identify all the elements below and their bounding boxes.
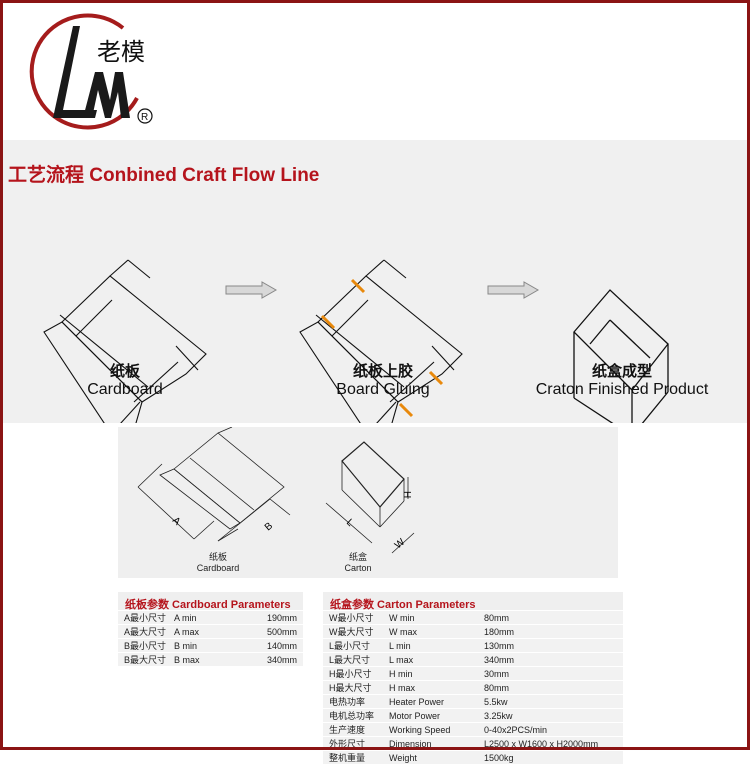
step-en-label: Craton Finished Product [535,381,709,398]
param-value: 80mm [478,611,623,625]
brand-name: 老模 [97,38,145,66]
param-cn: A最大尺寸 [118,624,168,639]
param-en: B min [168,638,228,653]
param-cn: A最小尺寸 [118,611,168,625]
param-value: L2500 x W1600 x H2000mm [478,736,623,751]
param-cn: W最小尺寸 [323,611,383,625]
param-value: 130mm [478,638,623,653]
param-en: B max [168,652,228,667]
param-en: Dimension [383,736,478,751]
param-cn: L最小尺寸 [323,638,383,653]
cardboard-params-title: 纸板参数 Cardboard Parameters [118,592,303,611]
caption-cn: 纸板 [208,552,227,562]
param-value: 30mm [478,666,623,681]
param-en: Working Speed [383,722,478,737]
glued-board-drawing [299,259,463,423]
flow-title: 工艺流程 Conbined Craft Flow Line [8,165,320,186]
step-en-label: Cardboard [87,381,163,398]
param-en: W max [383,624,478,639]
param-value: 180mm [478,624,623,639]
param-value: 1500kg [478,750,623,765]
param-value: 140mm [228,638,303,653]
cardboard-drawing [43,259,207,423]
param-en: Heater Power [383,694,478,709]
header: 老模 R [0,0,750,140]
param-value: 190mm [228,611,303,625]
param-cn: 电热功率 [323,694,383,709]
dimension-diagram-panel: A B L W H 纸板 Cardboard 纸盒 Carton [118,426,618,578]
step-cn-label: 纸盒成型 [591,363,652,380]
cardboard-caption: 纸板 Cardboard [178,552,258,574]
param-value: 500mm [228,624,303,639]
param-cn: 整机重量 [323,750,383,765]
caption-cn: 纸盒 [348,552,367,562]
step-en-label: Board Gluing [336,381,430,398]
param-cn: 外形尺寸 [323,736,383,751]
caption-en: Cardboard [196,563,240,573]
param-en: H min [383,666,478,681]
dim-a-label: A [170,515,183,528]
param-value: 340mm [228,652,303,667]
param-cn: 生产速度 [323,722,383,737]
param-value: 5.5kw [478,694,623,709]
param-en: A max [168,624,228,639]
flow-step-cardboard: 纸板 Cardboard [60,360,190,399]
param-value: 3.25kw [478,708,623,723]
craft-flow-section: 工艺流程 Conbined Craft Flow Line 纸板 Card [0,140,750,423]
param-value: 340mm [478,652,623,667]
dim-h-label: H [401,491,412,498]
flow-diagrams [43,259,669,423]
flow-step-gluing: 纸板上胶 Board Gluing [313,360,453,399]
brand-logo: 老模 R [29,13,153,130]
svg-text:R: R [141,112,148,123]
param-cn: W最大尺寸 [323,624,383,639]
param-en: H max [383,680,478,695]
param-cn: B最小尺寸 [118,638,168,653]
dim-l-label: L [344,517,356,529]
dim-w-label: W [393,536,408,551]
param-value: 0-40x2PCS/min [478,722,623,737]
carton-drawing [573,289,669,423]
param-value: 80mm [478,680,623,695]
param-en: Motor Power [383,708,478,723]
flow-step-finished: 纸盒成型 Craton Finished Product [512,360,732,399]
param-cn: H最大尺寸 [323,680,383,695]
param-en: A min [168,611,228,625]
carton-params-title: 纸盒参数 Carton Parameters [323,592,623,611]
dim-b-label: B [263,520,275,533]
param-en: L min [383,638,478,653]
step-cn-label: 纸板 [109,363,140,380]
carton-caption: 纸盒 Carton [318,552,398,574]
step-cn-label: 纸板上胶 [352,363,413,380]
param-cn: 电机总功率 [323,708,383,723]
param-en: L max [383,652,478,667]
param-en: W min [383,611,478,625]
param-cn: B最大尺寸 [118,652,168,667]
param-en: Weight [383,750,478,765]
dimension-drawings: A B L W H [137,426,415,554]
param-cn: L最大尺寸 [323,652,383,667]
param-cn: H最小尺寸 [323,666,383,681]
caption-en: Carton [344,563,372,573]
